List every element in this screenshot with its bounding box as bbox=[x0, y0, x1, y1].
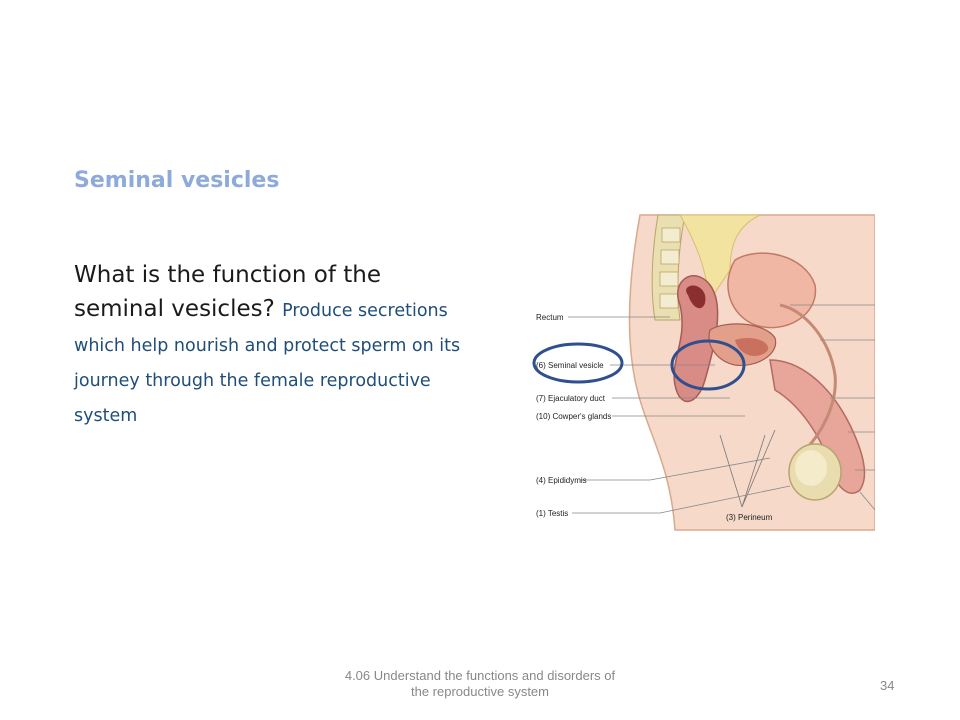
label-seminal-vesicle: (6) Seminal vesicle bbox=[536, 361, 604, 370]
page-number: 34 bbox=[880, 678, 895, 693]
answer-text: Produce secretions which help nourish an… bbox=[74, 301, 461, 426]
anatomy-diagram: Rectum (6) Seminal vesicle (7) Ejaculato… bbox=[530, 210, 875, 540]
question-block: What is the function of the seminal vesi… bbox=[74, 258, 464, 432]
label-ejaculatory-duct: (7) Ejaculatory duct bbox=[536, 394, 606, 403]
slide-title: Seminal vesicles bbox=[74, 168, 280, 193]
penis-shape bbox=[769, 359, 866, 494]
fat-layer bbox=[679, 214, 761, 302]
label-cowpers-glands: (10) Cowper's glands bbox=[536, 412, 611, 421]
label-epididymis: (4) Epididymis bbox=[536, 476, 587, 485]
anatomy-illustration: Rectum (6) Seminal vesicle (7) Ejaculato… bbox=[532, 214, 875, 531]
rectum-shape bbox=[673, 275, 719, 403]
highlight-circle-organ bbox=[670, 339, 746, 391]
highlight-circle-label bbox=[532, 342, 624, 384]
label-rectum: Rectum bbox=[536, 313, 564, 322]
label-perineum: (3) Perineum bbox=[726, 513, 773, 522]
label-testis: (1) Testis bbox=[536, 509, 568, 518]
question-text: What is the function of the seminal vesi… bbox=[74, 262, 381, 322]
footer-text: 4.06 Understand the functions and disord… bbox=[344, 668, 616, 699]
vas-deferens bbox=[779, 303, 837, 452]
